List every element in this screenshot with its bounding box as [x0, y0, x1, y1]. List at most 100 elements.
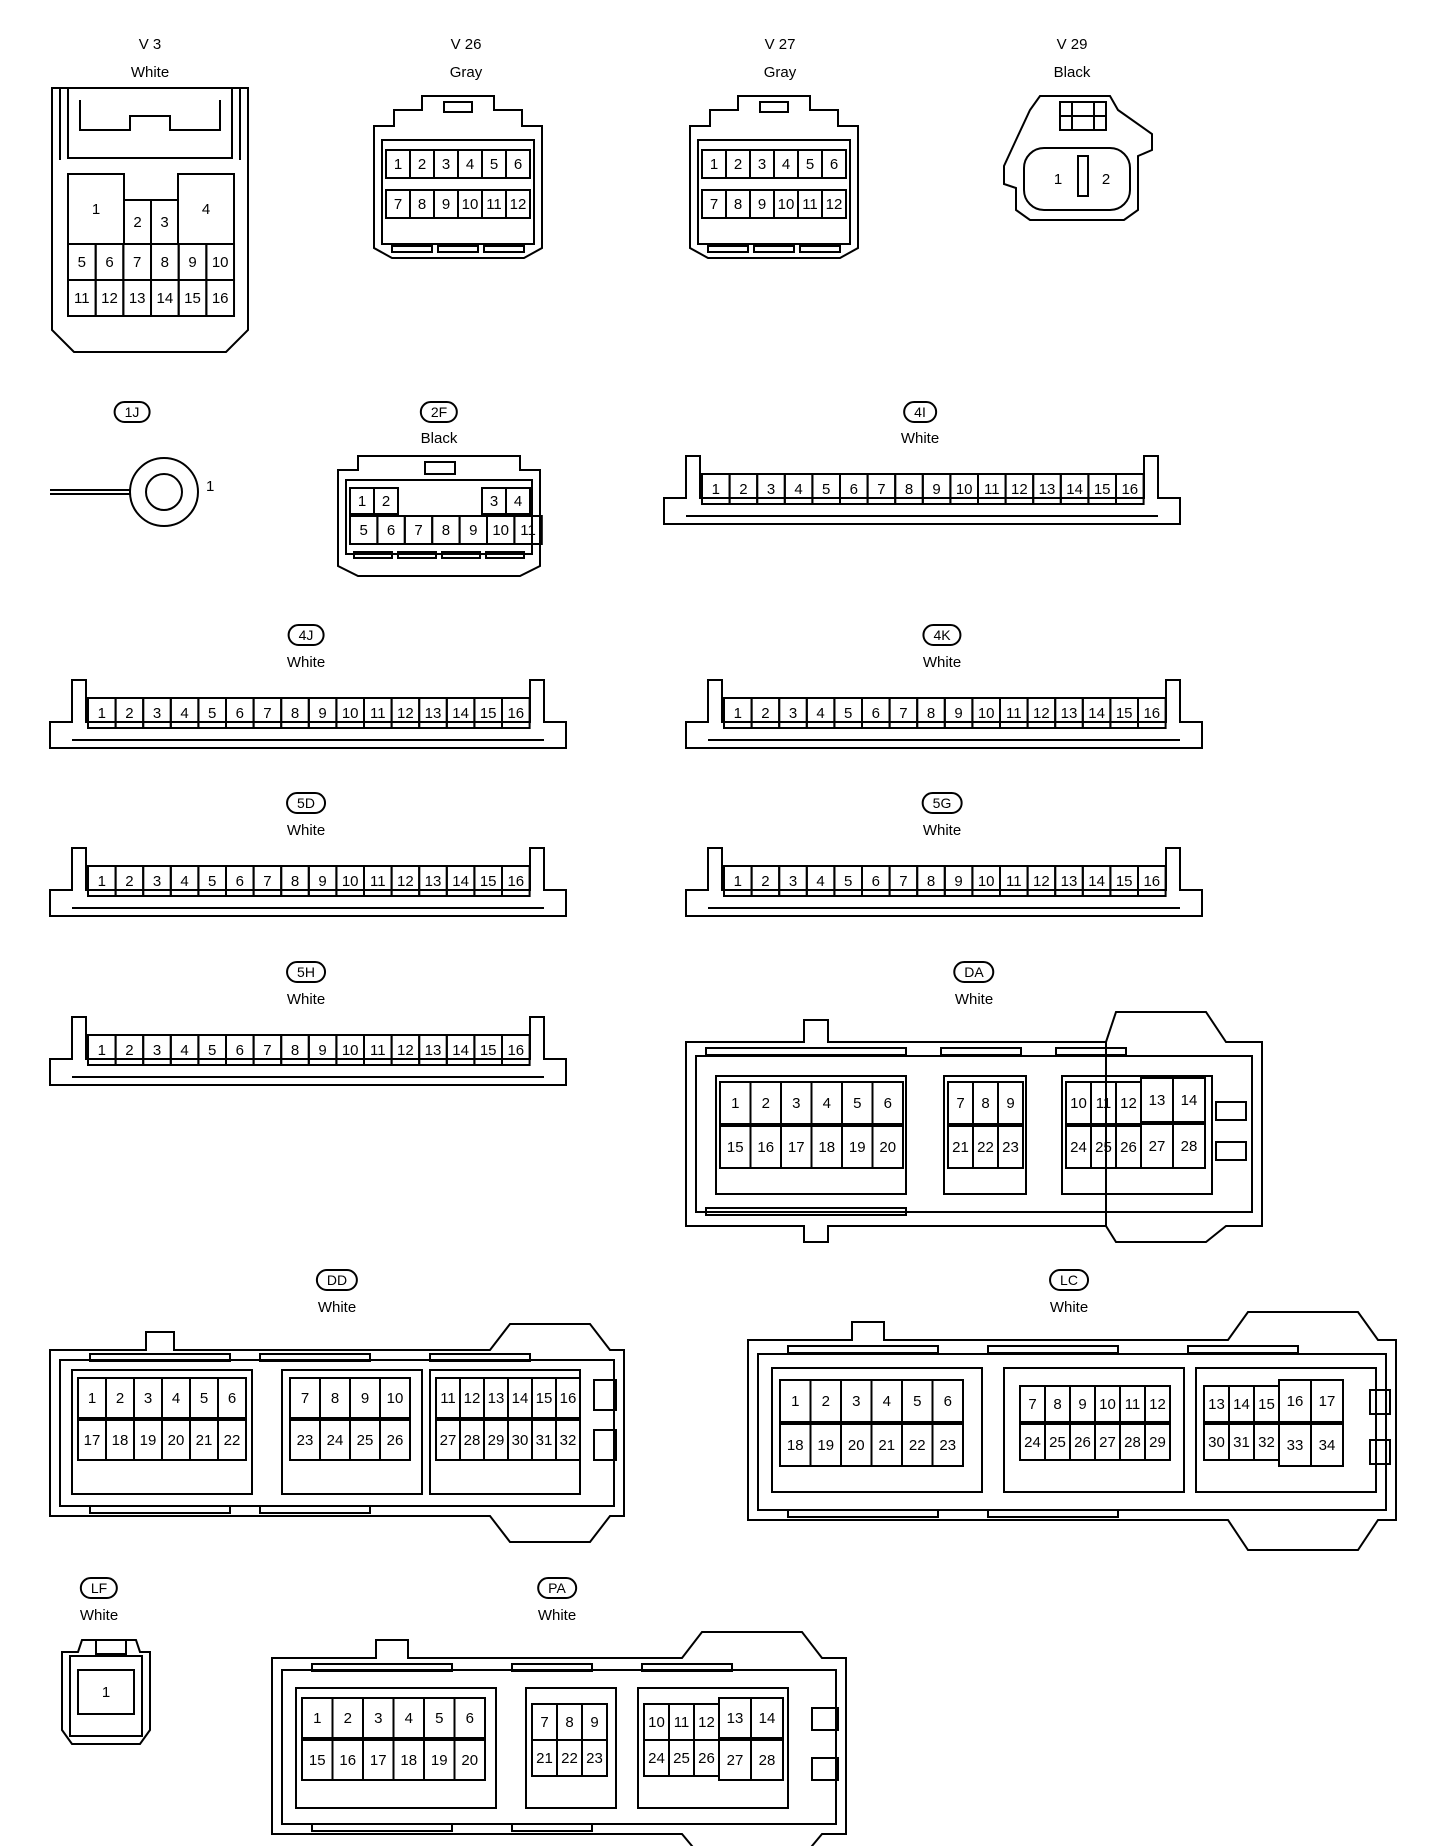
pin-number: 3	[153, 1042, 161, 1059]
pin-number: 13	[727, 1710, 744, 1727]
pin-number: 14	[1233, 1396, 1250, 1413]
pin-number: 3	[792, 1095, 800, 1112]
pin-number: 5	[200, 1390, 208, 1407]
pin-number: 5	[806, 156, 814, 173]
pin-number: 7	[956, 1095, 964, 1112]
connector-4j-code: 4J	[287, 624, 325, 646]
connector-lf-color: White	[79, 1607, 119, 1624]
connector-pa-inner	[281, 1669, 837, 1825]
pin-number: 2	[125, 873, 133, 890]
pin-number: 27	[440, 1432, 457, 1449]
pin-number: 28	[1124, 1434, 1141, 1451]
connector-v29-code: V 29	[1056, 36, 1088, 53]
pin-number: 26	[387, 1432, 404, 1449]
pin-number: 7	[263, 1042, 271, 1059]
pin-number: 22	[977, 1139, 994, 1156]
pin-number: 24	[327, 1432, 344, 1449]
pin-number: 1	[734, 873, 742, 890]
connector-4k-color: White	[922, 654, 962, 671]
connector-pa-latch	[811, 1707, 839, 1731]
connector-pa-block	[525, 1687, 617, 1809]
pin-cell-da	[871, 1081, 904, 1125]
pin-number: 7	[1028, 1396, 1036, 1413]
pin-number: 5	[208, 705, 216, 722]
connector-pa-housing	[271, 1631, 847, 1846]
pin-number: 29	[1149, 1434, 1166, 1451]
pin-number: 12	[397, 873, 414, 890]
pin-number: 10	[462, 196, 479, 213]
pin-number: 10	[342, 873, 359, 890]
pin-number: 14	[157, 290, 174, 307]
pin-number: 11	[370, 1042, 386, 1059]
pin-number: 15	[184, 290, 201, 307]
pin-number: 16	[1121, 481, 1138, 498]
pin-number: 8	[905, 481, 913, 498]
pin-number: 30	[512, 1432, 529, 1449]
pin-number: 19	[849, 1139, 866, 1156]
pin-number: 6	[884, 1095, 892, 1112]
pin-number: 14	[1181, 1092, 1198, 1109]
pin-number: 1	[88, 1390, 96, 1407]
pin-number: 6	[514, 156, 522, 173]
pin-number: 6	[944, 1393, 952, 1410]
connector-slot	[705, 1047, 907, 1056]
pin-number: 17	[788, 1139, 805, 1156]
pin-number: 31	[1233, 1434, 1250, 1451]
pin-divider	[1077, 155, 1089, 197]
pin-number: 6	[236, 705, 244, 722]
pin-number: 31	[536, 1432, 553, 1449]
pin-number: 9	[469, 522, 477, 539]
pin-number: 28	[1181, 1138, 1198, 1155]
pin-number: 3	[160, 214, 168, 231]
pin-number: 6	[466, 1710, 474, 1727]
pin-cell-pa	[750, 1739, 784, 1781]
pin-number: 13	[425, 705, 442, 722]
pin-number: 7	[414, 522, 422, 539]
pin-number: 32	[1258, 1434, 1275, 1451]
connector-slot	[353, 551, 393, 559]
connector-dd-latch	[593, 1429, 617, 1461]
pin-number: 18	[818, 1139, 835, 1156]
pin-number: 1	[1054, 171, 1062, 188]
connector-lf-code: LF	[79, 1577, 119, 1599]
connector-5g-code: 5G	[921, 792, 963, 814]
connector-da-block	[1061, 1075, 1213, 1195]
pin-number: 20	[461, 1752, 478, 1769]
connector-5H-housing	[49, 1016, 567, 1086]
pin-number: 11	[1006, 873, 1022, 890]
pin-cell-4j	[501, 697, 531, 729]
pin-number: 10	[1099, 1396, 1116, 1413]
pin-number: 15	[727, 1139, 744, 1156]
pin-number: 4	[405, 1710, 413, 1727]
connector-v27-color: Gray	[763, 64, 797, 81]
pin-number: 16	[1287, 1393, 1304, 1410]
pin-cell-v26	[505, 189, 531, 219]
pin-number: 15	[480, 1042, 497, 1059]
pin-number: 3	[767, 481, 775, 498]
connector-1j-ring	[129, 457, 199, 527]
connector-2f-code: 2F	[419, 401, 459, 423]
pin-cell-da	[1172, 1077, 1206, 1123]
connector-dd-latch	[593, 1379, 617, 1411]
pin-number: 8	[1053, 1396, 1061, 1413]
pin-number: 9	[1006, 1095, 1014, 1112]
connector-lc-housing	[747, 1311, 1397, 1551]
pin-cell-2f	[373, 487, 399, 515]
pin-number: 9	[590, 1714, 598, 1731]
pin-number: 3	[852, 1393, 860, 1410]
connector-5G-housing	[685, 847, 1203, 917]
connector-5d-color: White	[286, 822, 326, 839]
connector-pa-latch	[811, 1757, 839, 1781]
pin-number: 25	[1095, 1139, 1112, 1156]
pin-number: 4	[816, 705, 824, 722]
pin-number: 11	[74, 290, 90, 307]
pin-number: 5	[435, 1710, 443, 1727]
pin-number: 7	[899, 705, 907, 722]
pin-cell-dd	[217, 1377, 247, 1419]
connector-slot	[799, 245, 841, 253]
connector-lc-inner	[757, 1353, 1387, 1511]
connector-4I-housing	[663, 455, 1181, 525]
connector-2f-latch	[424, 461, 456, 475]
connector-slot	[311, 1823, 453, 1832]
pin-number: 3	[490, 493, 498, 510]
